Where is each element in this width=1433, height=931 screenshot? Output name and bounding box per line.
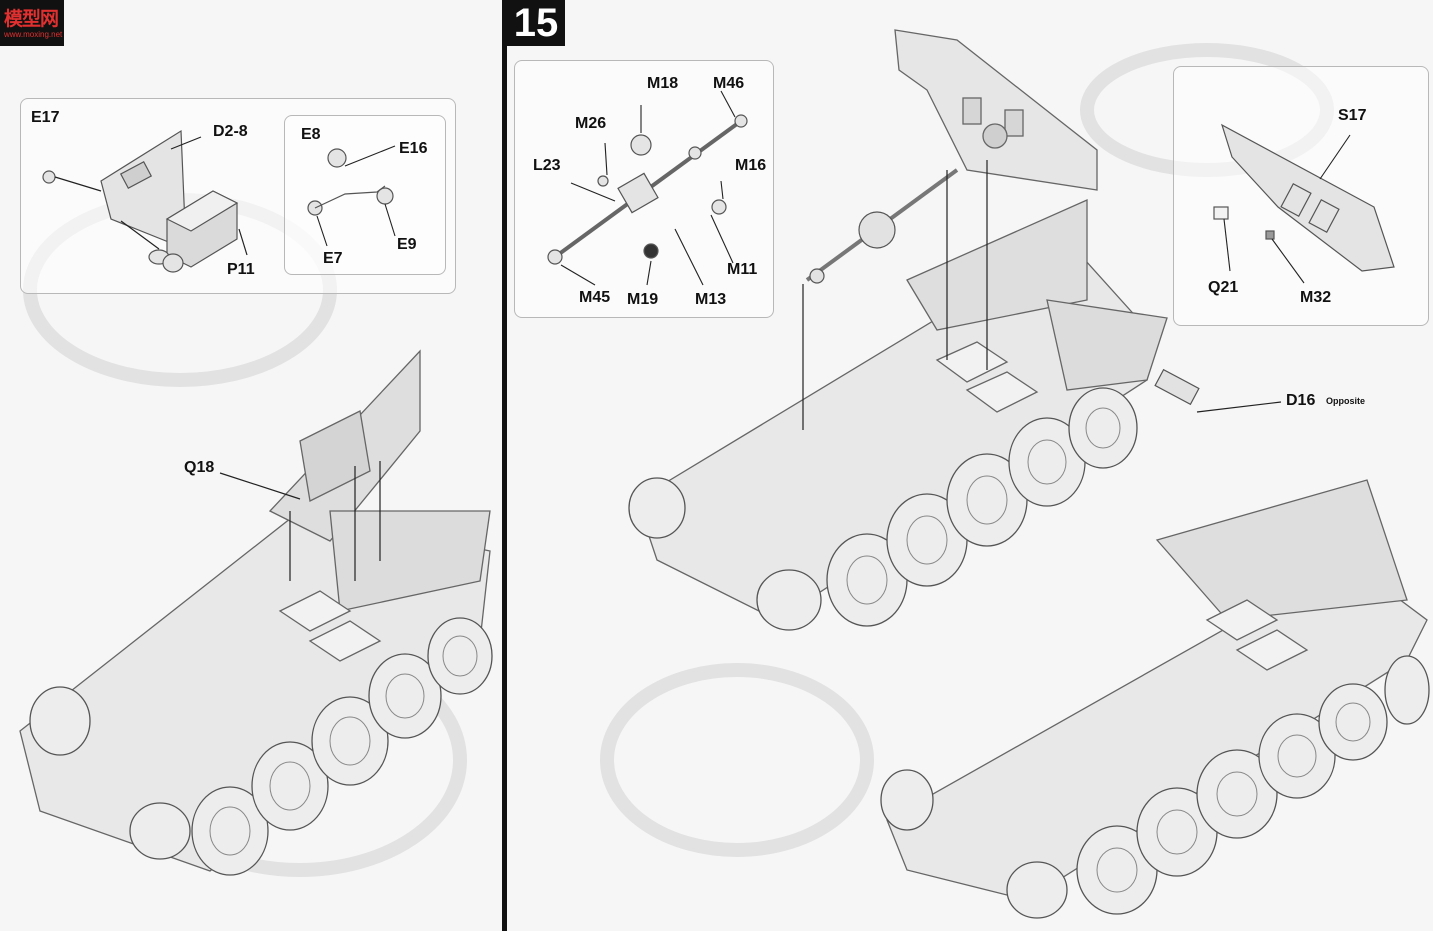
axle-subassembly-inset: M18 M46 M26 L23 M16 M45 M19 M13 M11 bbox=[514, 60, 774, 318]
rear-plate-subassembly-drawing bbox=[42, 129, 248, 273]
part-label-m45: M45 bbox=[579, 289, 611, 306]
part-label-m46: M46 bbox=[713, 75, 745, 92]
part-label-m16: M16 bbox=[735, 157, 767, 174]
step-number: 15 bbox=[507, 0, 565, 46]
part-label-d16: D16 bbox=[1286, 392, 1316, 409]
part-label-m11: M11 bbox=[727, 261, 758, 278]
part-label-e17: E17 bbox=[31, 109, 60, 126]
part-label-s17: S17 bbox=[1338, 107, 1367, 124]
axle-subassembly-drawing bbox=[547, 90, 748, 286]
linkage-subassembly-drawing bbox=[307, 145, 396, 247]
part-label-e7: E7 bbox=[323, 250, 343, 267]
part-label-e9: E9 bbox=[397, 236, 417, 253]
firewall-subassembly-inset: S17 Q21 M32 bbox=[1173, 66, 1429, 326]
site-logo: 模型网 www.moxing.net bbox=[0, 0, 64, 46]
part-label-m32: M32 bbox=[1300, 289, 1332, 306]
left-page: 模型网 www.moxing.net bbox=[0, 0, 502, 931]
part-label-p11: P11 bbox=[227, 261, 255, 278]
part-label-l23: L23 bbox=[533, 157, 561, 174]
part-label-m13: M13 bbox=[695, 291, 727, 308]
part-label-q18: Q18 bbox=[184, 459, 215, 476]
part-note-opposite: Opposite bbox=[1326, 396, 1366, 406]
part-label-d2-8: D2-8 bbox=[213, 123, 248, 140]
part-label-e16: E16 bbox=[399, 140, 428, 157]
part-label-m19: M19 bbox=[627, 291, 659, 308]
page-spine bbox=[502, 0, 507, 931]
part-label-e8: E8 bbox=[301, 126, 321, 143]
logo-text: 模型网 bbox=[4, 9, 59, 30]
hull-assembly-drawing-left bbox=[19, 349, 493, 876]
firewall-subassembly-drawing bbox=[1213, 123, 1395, 284]
logo-url: www.moxing.net bbox=[4, 30, 63, 39]
right-page: M18 M46 M26 L23 M16 M45 M19 M13 M11 S17 bbox=[507, 0, 1433, 931]
subassembly-inset-small: E8 E16 E7 E9 bbox=[284, 115, 446, 275]
part-label-m26: M26 bbox=[575, 115, 607, 132]
part-label-q21: Q21 bbox=[1208, 279, 1239, 296]
part-label-m18: M18 bbox=[647, 75, 679, 92]
hull-assembly-drawing-right bbox=[628, 29, 1430, 919]
